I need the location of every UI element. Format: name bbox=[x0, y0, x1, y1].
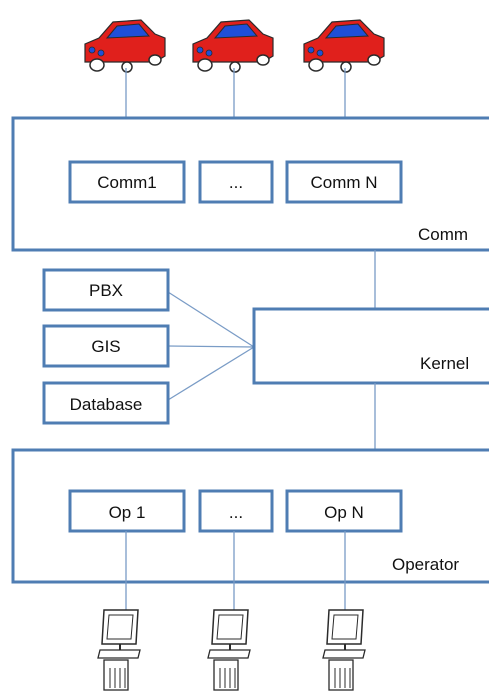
op-unit-n-label: Op N bbox=[324, 503, 364, 522]
car-icon bbox=[192, 19, 274, 73]
comm-layer-label: Comm bbox=[418, 225, 468, 244]
service-pbx: PBX bbox=[42, 268, 170, 312]
op-unit-1 bbox=[68, 489, 186, 533]
computer-terminal-icon bbox=[97, 609, 141, 691]
op-unit-n bbox=[285, 489, 403, 533]
car-icon bbox=[303, 19, 385, 73]
service-pbx-label: PBX bbox=[89, 281, 123, 300]
service-database-label: Database bbox=[70, 395, 143, 414]
comm-unit-n bbox=[285, 160, 403, 204]
service-gis: GIS bbox=[42, 324, 170, 368]
op-unit-ellipsis-label: ... bbox=[229, 503, 243, 522]
comm-layer: Comm1 ... Comm N Comm bbox=[11, 116, 489, 252]
service-gis-label: GIS bbox=[91, 337, 120, 356]
op-unit-1-label: Op 1 bbox=[109, 503, 146, 522]
op-unit-ellipsis bbox=[198, 489, 274, 533]
computer-terminal-icon bbox=[322, 609, 366, 691]
comm-unit-ellipsis-label: ... bbox=[229, 173, 243, 192]
comm-unit-ellipsis bbox=[198, 160, 274, 204]
car-icon bbox=[84, 19, 166, 73]
connector-pbx-kernel bbox=[167, 291, 255, 348]
comm-unit-1 bbox=[68, 160, 186, 204]
comm-unit-1-label: Comm1 bbox=[97, 173, 157, 192]
connector-gis-kernel bbox=[167, 345, 255, 348]
operator-layer: Op 1 ... Op N Operator bbox=[11, 448, 489, 584]
connector-database-kernel bbox=[167, 346, 255, 401]
computer-terminal-icon bbox=[207, 609, 251, 691]
comm-unit-n-label: Comm N bbox=[310, 173, 377, 192]
service-database: Database bbox=[42, 381, 170, 425]
operator-layer-label: Operator bbox=[392, 555, 459, 574]
kernel-label: Kernel bbox=[420, 354, 469, 373]
kernel-box: Kernel bbox=[252, 307, 489, 385]
